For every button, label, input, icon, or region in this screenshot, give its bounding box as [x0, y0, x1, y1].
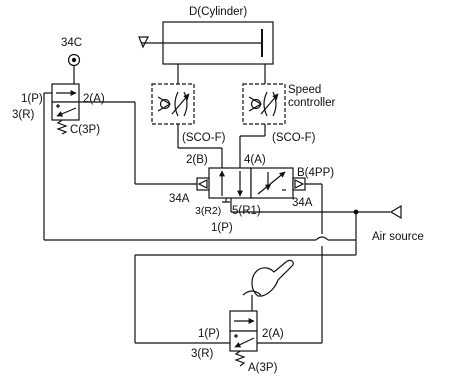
valve-c-spring-icon — [56, 119, 68, 135]
valve-b-exhaust-r2-icon — [222, 198, 230, 203]
valve-b-port-b: 2(B) — [186, 154, 208, 166]
check-valve-right-seat-icon — [248, 96, 263, 112]
cylinder-rod-end-icon — [138, 36, 149, 49]
valve-b-port-r2: 3(R2) — [195, 205, 221, 217]
valve-b-port-r1: 5(R1) — [232, 205, 261, 217]
valve-a-port-r: 3(R) — [191, 348, 214, 360]
valve-c-port-r: 3(R) — [12, 109, 35, 121]
pilot-left-triangle-icon — [197, 179, 208, 189]
valve-b: 2(B) 4(A) B(4PP) 34A 34A 3(R2) 5(R1) 1(P… — [169, 147, 334, 234]
valve-b-flow-3 — [257, 171, 286, 195]
roller-icon — [67, 53, 81, 67]
valve-c-flow-bottom — [56, 107, 77, 117]
valve-a-bottom-pos — [229, 330, 258, 352]
valve-c-bottom-pos — [51, 101, 80, 121]
check-valve-left-seat-icon — [157, 96, 172, 112]
valve-b-pilot-left-label: 34A — [169, 193, 190, 205]
speed-controller-left-box — [151, 83, 195, 125]
valve-b-port-a: 4(A) — [244, 154, 266, 166]
valve-a-block — [234, 334, 238, 338]
speed-controller-label-2: controller — [288, 97, 335, 109]
air-source-triangle-icon — [389, 204, 402, 220]
valve-a-spring-icon — [234, 350, 246, 367]
valve-b-name: B(4PP) — [297, 167, 334, 179]
valve-c-name: C(3P) — [70, 124, 100, 136]
valve-c: 34C 1(P) 2(A) 3(R) C(3P) — [12, 37, 197, 240]
air-crossing-hop — [315, 236, 329, 241]
speed-controller-right-code: (SCO-F) — [272, 132, 316, 144]
valve-c-tag: 34C — [61, 37, 82, 49]
speed-controller-label-1: Speed — [288, 84, 321, 96]
valve-b-pilot-right-label: 34A — [292, 197, 313, 209]
push-button-icon — [242, 290, 262, 296]
pilot-right-triangle-icon — [294, 179, 305, 189]
speed-controller-left-code: (SCO-F) — [182, 132, 226, 144]
valve-a-flow-bottom — [234, 337, 255, 348]
speed-controller-right: (SCO-F) — [239, 64, 316, 168]
valve-a-port-p: 1(P) — [198, 328, 220, 340]
valve-b-left-pos — [208, 167, 252, 199]
speed-controller-left: (SCO-F) — [151, 64, 226, 148]
valve-c-port-a: 2(A) — [83, 93, 105, 105]
valve-c-port-p: 1(P) — [21, 93, 43, 105]
cylinder-d: D(Cylinder) — [138, 6, 274, 65]
throttle-right-arrow-icon — [260, 93, 279, 115]
cylinder-label: D(Cylinder) — [189, 6, 247, 18]
air-source-label: Air source — [372, 231, 424, 243]
finger-icon — [251, 259, 294, 297]
valve-c-block — [56, 104, 60, 108]
throttle-left-arrow-icon — [171, 93, 190, 115]
valve-a-port-a: 2(A) — [262, 328, 284, 340]
air-supply: Air source — [44, 183, 424, 343]
roller-center-icon — [71, 57, 77, 63]
valve-a: 1(P) 2(A) 3(R) A(3P) — [134, 255, 322, 374]
valve-b-port-p: 1(P) — [211, 222, 233, 234]
valve-a-name: A(3P) — [248, 362, 278, 374]
